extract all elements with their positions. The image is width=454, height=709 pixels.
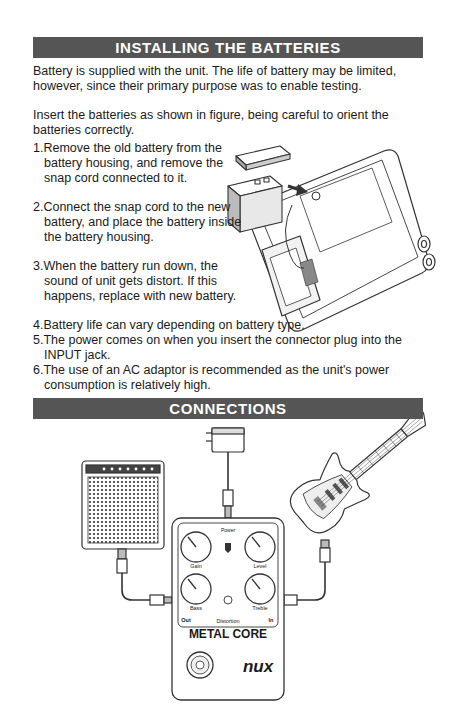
section-band: INSTALLING THE BATTERIES [33, 37, 423, 58]
list-item: 3.When the battery run down, the sound o… [33, 259, 248, 303]
list-item: 1.Remove the old battery from the batter… [33, 141, 248, 185]
section-band: CONNECTIONS [33, 398, 423, 419]
jack-label: Out [176, 617, 196, 624]
arrow-head [296, 184, 308, 196]
body-text: Battery is supplied with the unit. The l… [33, 64, 433, 94]
section-heading: CONNECTIONS [169, 400, 286, 417]
knob-label: Gain [181, 563, 211, 570]
list-item: 6.The use of an AC adaptor is recommende… [33, 363, 433, 393]
ac-adaptor [206, 428, 244, 518]
brand-logo: nux [236, 657, 280, 677]
snap-connector [312, 192, 320, 200]
jack-label: In [261, 617, 281, 624]
led-label: Power [213, 527, 243, 533]
product-name: METAL CORE [178, 627, 278, 641]
guitar-cable [284, 540, 330, 605]
section-heading: INSTALLING THE BATTERIES [115, 39, 341, 56]
list-item: 4.Battery life can vary depending on bat… [33, 318, 433, 333]
list-item: 5.The power comes on when you insert the… [33, 333, 433, 363]
list-item: 2.Connect the snap cord to the new batte… [33, 200, 248, 244]
battery-cover [236, 146, 290, 170]
knob-label: Level [245, 563, 275, 570]
amplifier [82, 461, 172, 605]
knob-label: Treble [245, 605, 275, 612]
knob-label: Bass [181, 605, 211, 612]
model-label: Distortion [206, 618, 250, 625]
body-text: Insert the batteries as shown in figure,… [33, 108, 433, 138]
effect-pedal [172, 518, 284, 700]
pedal-bottom-view [246, 150, 435, 331]
